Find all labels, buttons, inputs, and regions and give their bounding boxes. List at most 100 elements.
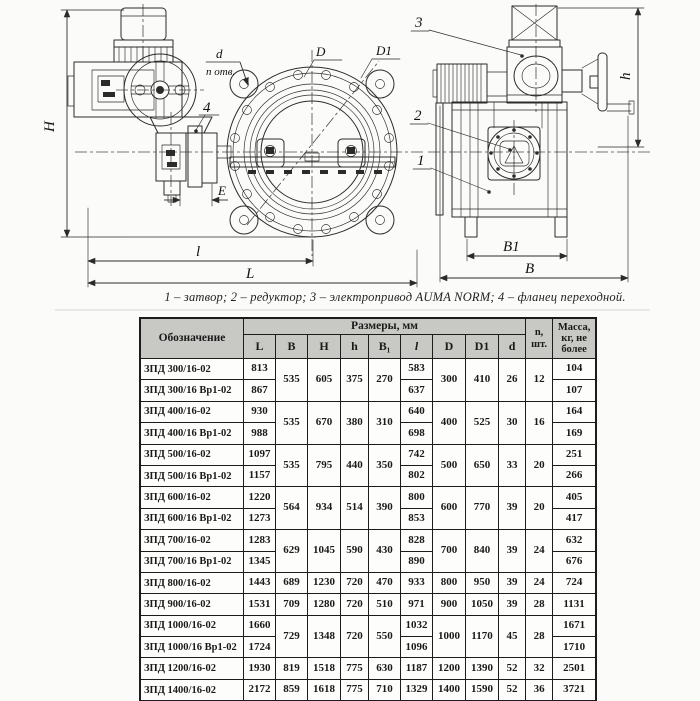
value-cell: 770 [465, 486, 499, 531]
dimensions-group-header: Размеры, мм [242, 318, 527, 335]
value-cell: 629 [275, 529, 308, 573]
gearbox-bolts [489, 128, 539, 178]
value-cell: 2172 [243, 678, 276, 701]
designation-cell: ЗПД 300/16 Вр1-02 [140, 379, 244, 402]
value-cell: 417 [552, 507, 597, 531]
value-cell: 52 [497, 657, 527, 680]
col-header-B1: B₁ [368, 334, 401, 359]
value-cell: 28 [525, 614, 554, 659]
part-3-label: 3 [414, 15, 423, 31]
value-cell: 590 [340, 529, 369, 573]
value-cell: 637 [400, 379, 433, 402]
value-cell: 510 [368, 593, 401, 616]
value-cell: 1096 [400, 636, 433, 659]
value-cell: 169 [552, 422, 597, 445]
value-cell: 934 [307, 486, 341, 531]
value-cell: 900 [432, 593, 466, 616]
dim-D1-label: D1 [375, 43, 392, 58]
value-cell: 535 [275, 443, 308, 488]
holes-n-label: n отв. [206, 66, 235, 78]
value-cell: 583 [400, 357, 433, 381]
value-cell: 39 [497, 529, 527, 573]
value-cell: 819 [275, 657, 308, 680]
front-dimensions: H E l L D D1 d [42, 9, 418, 288]
value-cell: 670 [307, 400, 341, 445]
col-header-d: d [497, 334, 527, 359]
value-cell: 720 [340, 571, 369, 595]
value-cell: 52 [497, 678, 527, 701]
value-cell: 605 [307, 358, 341, 402]
value-cell: 1930 [243, 657, 276, 680]
value-cell: 710 [368, 678, 401, 701]
designation-cell: ЗПД 1200/16-02 [140, 657, 244, 680]
value-cell: 375 [340, 358, 369, 402]
col-header-D: D [432, 334, 466, 359]
value-cell: 1443 [243, 571, 276, 595]
value-cell: 514 [340, 486, 369, 531]
value-cell: 775 [340, 657, 369, 680]
value-cell: 1280 [307, 593, 341, 616]
dim-D-label: D [315, 44, 326, 59]
value-cell: 802 [400, 464, 433, 488]
value-cell: 400 [432, 400, 466, 445]
value-cell: 39 [497, 571, 527, 595]
valve-assembly-drawing: H E l L D D1 d [42, 4, 650, 288]
valve-body-side [435, 101, 568, 238]
valve-body-front [226, 66, 398, 238]
value-cell: 430 [368, 529, 401, 573]
designation-cell: ЗПД 800/16-02 [140, 571, 244, 595]
value-cell: 720 [340, 593, 369, 616]
value-cell: 20 [525, 486, 554, 531]
part-1-label: 1 [417, 153, 425, 169]
col-header-H: H [307, 334, 341, 359]
motor-fins [440, 63, 482, 104]
value-cell: 500 [432, 443, 466, 488]
value-cell: 1000 [432, 614, 466, 659]
value-cell: 535 [275, 400, 308, 445]
col-header-h: h [340, 334, 369, 359]
designation-cell: ЗПД 500/16-02 [140, 443, 244, 466]
value-cell: 12 [525, 358, 554, 402]
dim-B-label: B [525, 261, 534, 277]
parts-caption: 1 – затвор; 2 – редуктор; 3 – электропри… [164, 290, 626, 304]
designation-cell: ЗПД 1400/16-02 [140, 678, 244, 701]
value-cell: 39 [497, 593, 527, 616]
value-cell: 300 [432, 358, 466, 402]
dimension-letters-row: L B H h B₁ l D D1 d [141, 334, 596, 359]
value-cell: 930 [243, 400, 276, 424]
value-cell: 525 [465, 400, 499, 445]
value-cell: 828 [400, 529, 433, 552]
value-cell: 550 [368, 614, 401, 659]
centerlines [75, 4, 424, 256]
value-cell: 1220 [243, 486, 276, 509]
value-cell: 32 [525, 657, 554, 680]
designation-cell: ЗПД 400/16 Вр1-02 [140, 422, 244, 445]
value-cell: 742 [400, 443, 433, 466]
dim-l-label: l [196, 244, 200, 260]
value-cell: 1170 [465, 614, 499, 659]
scan-artifact [55, 309, 650, 311]
value-cell: 28 [525, 593, 554, 616]
value-cell: 20 [525, 443, 554, 488]
designation-header: Обозначение [140, 318, 244, 359]
value-cell: 859 [275, 678, 308, 701]
value-cell: 39 [497, 486, 527, 531]
value-cell: 840 [465, 529, 499, 573]
value-cell: 24 [525, 529, 554, 573]
value-cell: 36 [525, 678, 554, 701]
value-cell: 1032 [400, 614, 433, 638]
designation-cell: ЗПД 1000/16-02 [140, 614, 244, 638]
handwheel-side [561, 52, 635, 115]
value-cell: 630 [368, 657, 401, 680]
col-header-L: L [243, 334, 276, 359]
table-header: Обозначение Размеры, мм n, шт. Масса, кг… [140, 318, 597, 359]
designation-cell: ЗПД 400/16-02 [140, 400, 244, 424]
value-cell: 1710 [552, 636, 597, 659]
value-cell: 709 [275, 593, 308, 616]
value-cell: 1724 [243, 636, 276, 659]
designation-cell: ЗПД 500/16 Вр1-02 [140, 464, 244, 488]
